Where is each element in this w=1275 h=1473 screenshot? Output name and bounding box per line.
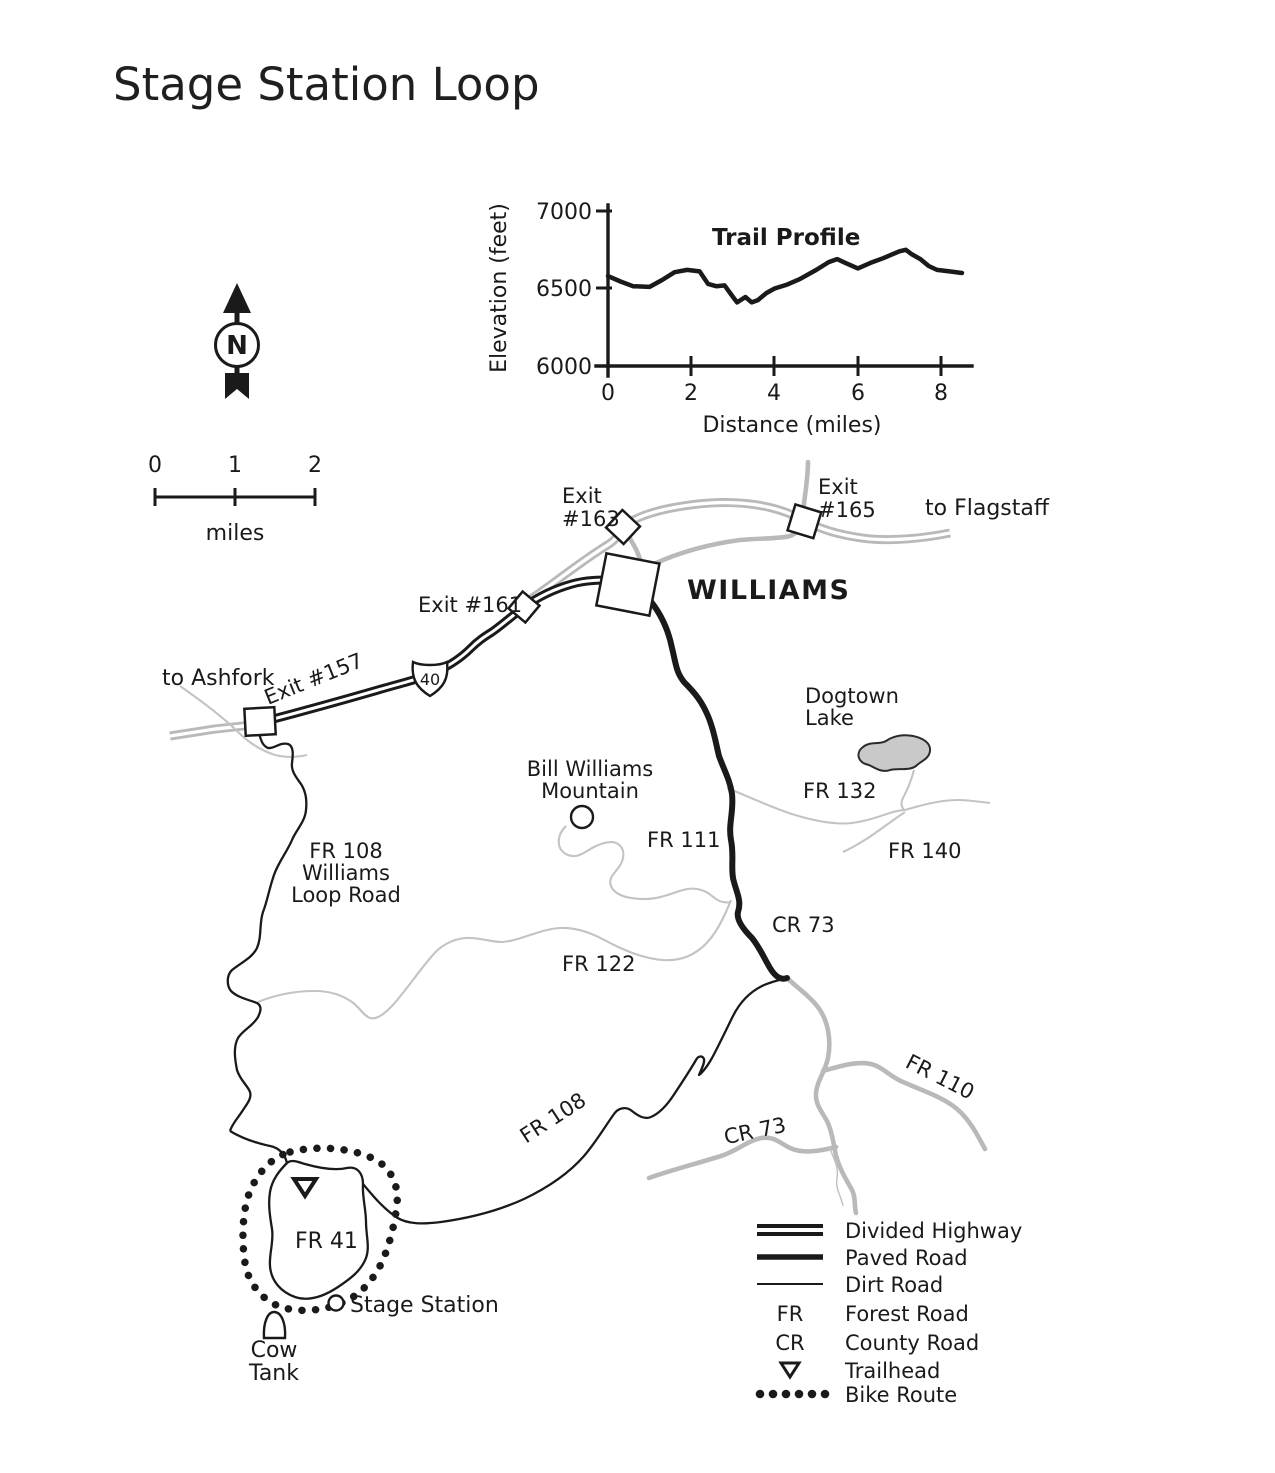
page-title: Stage Station Loop	[113, 58, 540, 111]
road-fr132	[726, 787, 906, 825]
exit-157-marker	[243, 705, 278, 738]
road-fr111	[557, 825, 731, 904]
road-i40-divided-highway-median	[261, 578, 615, 724]
map-roads-black	[226, 575, 790, 1315]
legend-county-road-label: County Road	[845, 1331, 979, 1355]
legend-dirt-road-label: Dirt Road	[845, 1273, 943, 1297]
y-label-6000: 6000	[536, 355, 592, 380]
scale-label-1: 1	[228, 453, 242, 478]
legend-paved-road-label: Paved Road	[845, 1246, 968, 1270]
scale-bar: 0 1 2 miles	[148, 453, 322, 546]
dogtown-lake-label-line1: Dogtown	[805, 684, 899, 708]
exit-165-label-line2: #165	[818, 498, 876, 522]
fr108-loop-label-line3: Loop Road	[291, 883, 401, 907]
fr108-label: FR 108	[516, 1088, 591, 1148]
williams-label: WILLIAMS	[687, 575, 851, 606]
road-fr110	[820, 1060, 988, 1152]
legend-divided-highway-label: Divided Highway	[845, 1219, 1022, 1243]
cow-tank-icon	[262, 1310, 287, 1340]
road-fr122	[257, 899, 732, 1020]
fr41-label: FR 41	[295, 1229, 358, 1254]
exit-163-label-line2: #163	[562, 507, 620, 531]
to-ashfork-label: to Ashfork	[162, 666, 275, 691]
exit-161-marker	[506, 589, 542, 625]
trailhead-icon	[290, 1177, 320, 1200]
trail-profile-chart: Elevation (feet) Trail Profile 7000 6500…	[487, 200, 974, 438]
exit-161-label: Exit #161	[418, 593, 522, 617]
bill-williams-mountain-marker	[569, 804, 595, 830]
exit-165-marker	[785, 502, 823, 540]
legend-forest-road-label: Forest Road	[845, 1302, 969, 1326]
trail-profile-line	[605, 247, 965, 305]
scale-label-2: 2	[308, 453, 322, 478]
road-williams-loop-east	[651, 521, 806, 567]
bill-williams-label-line1: Bill Williams	[527, 757, 654, 781]
north-arrow-head-icon	[223, 283, 251, 313]
exit-163-marker	[604, 508, 642, 546]
legend-bike-route-label: Bike Route	[845, 1383, 957, 1407]
legend-trailhead-icon	[778, 1361, 802, 1380]
stage-station-label: Stage Station	[350, 1293, 499, 1318]
road-fr132-east-branch	[904, 798, 991, 812]
cr73-north-label: CR 73	[772, 913, 835, 937]
map-roads-gray	[169, 459, 991, 1216]
scale-label-0: 0	[148, 453, 162, 478]
road-fr108-loop-entry	[229, 1130, 289, 1164]
chart-x-axis-label: Distance (miles)	[702, 413, 881, 438]
north-arrow: N	[214, 283, 260, 399]
cow-tank-label-line2: Tank	[248, 1361, 299, 1386]
road-cr73-paved	[645, 595, 790, 982]
road-exit157-crossing	[179, 685, 308, 758]
bike-route-dotted-loop	[239, 1144, 401, 1315]
road-minor-spur	[828, 1145, 844, 1207]
road-cr73-west-gray	[646, 1135, 839, 1181]
fr108-loop-label-line1: FR 108	[309, 839, 382, 863]
legend-fr-abbrev: FR	[777, 1302, 804, 1326]
x-label-0: 0	[601, 381, 615, 406]
road-north-of-exit165	[800, 459, 811, 515]
y-label-7000: 7000	[536, 200, 592, 225]
legend-cr-abbrev: CR	[775, 1331, 804, 1355]
x-label-4: 4	[767, 381, 781, 406]
exit-165-label-line1: Exit	[818, 475, 858, 499]
north-label: N	[226, 331, 248, 361]
north-arrow-fletching-icon	[225, 373, 249, 399]
scale-unit-label: miles	[206, 521, 265, 546]
williams-town-marker	[594, 551, 661, 618]
fr111-label: FR 111	[647, 828, 720, 852]
chart-title: Trail Profile	[712, 225, 860, 251]
north-arrow-circle	[214, 322, 260, 368]
fr108-loop-label-line2: Williams	[302, 861, 390, 885]
road-cr73-south-gray	[784, 975, 859, 1216]
stage-station-marker	[327, 1294, 345, 1312]
to-flagstaff-label: to Flagstaff	[925, 496, 1050, 521]
chart-y-axis-label: Elevation (feet)	[487, 203, 512, 373]
map-markers: 40	[243, 502, 932, 1340]
bill-williams-label-line2: Mountain	[541, 779, 639, 803]
interstate-40-shield-icon	[411, 660, 449, 698]
fr132-label: FR 132	[803, 779, 876, 803]
x-label-8: 8	[934, 381, 948, 406]
dogtown-lake-label-line2: Lake	[805, 706, 854, 730]
road-fr140	[842, 811, 906, 853]
interstate-40-number: 40	[420, 670, 440, 689]
road-fr108-west	[226, 732, 308, 1132]
x-label-2: 2	[684, 381, 698, 406]
road-lake-spur	[900, 769, 916, 811]
fr140-label: FR 140	[888, 839, 961, 863]
dogtown-lake-shape	[857, 734, 932, 772]
road-fr108-east	[362, 976, 788, 1225]
fr122-label: FR 122	[562, 952, 635, 976]
road-fr41-loop	[268, 1159, 369, 1300]
y-label-6500: 6500	[536, 277, 592, 302]
exit-163-label-line1: Exit	[562, 484, 602, 508]
x-label-6: 6	[851, 381, 865, 406]
cow-tank-label-line1: Cow	[251, 1338, 298, 1363]
map-legend: Divided Highway Paved Road Dirt Road FR …	[755, 1219, 1022, 1407]
legend-trailhead-label: Trailhead	[844, 1359, 940, 1383]
legend-bike-route-icon	[755, 1389, 830, 1399]
road-i40-east-gray-median	[527, 500, 951, 603]
